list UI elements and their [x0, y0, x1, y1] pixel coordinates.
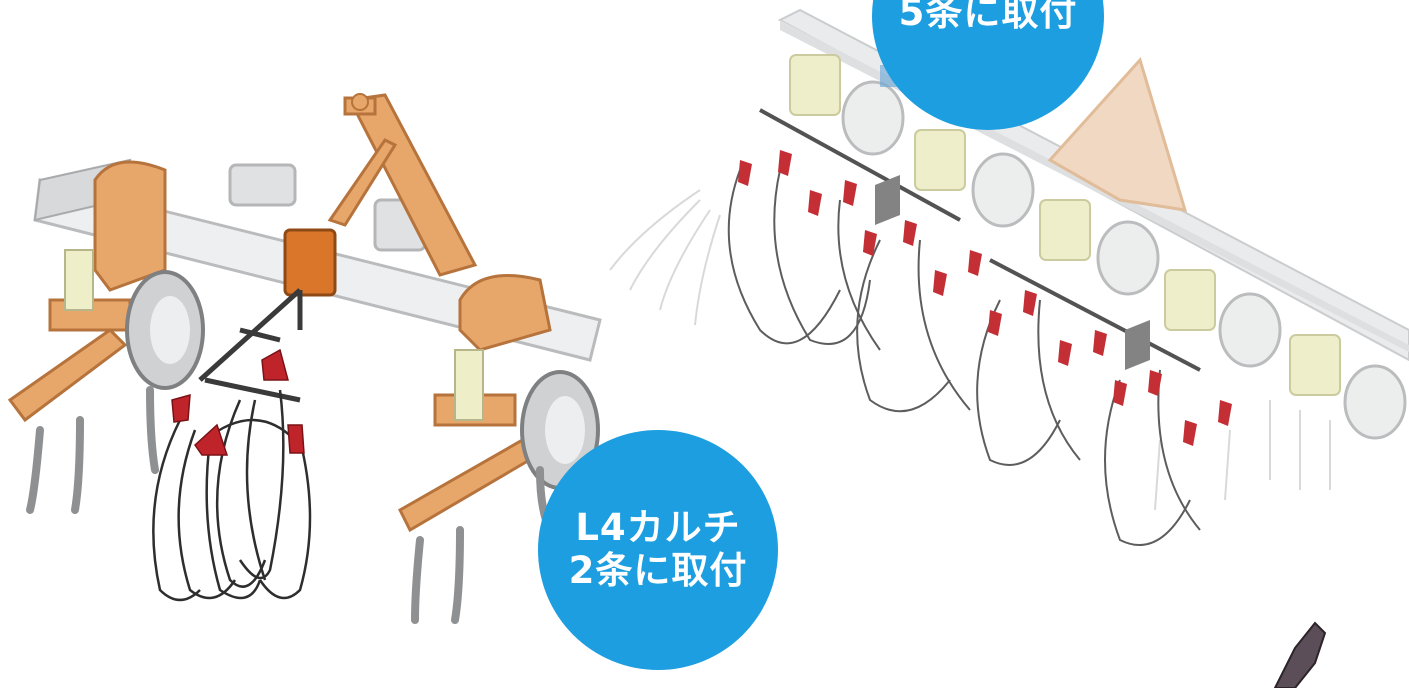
- callout-2-row-product: L4カルチ: [575, 506, 741, 550]
- cultivator-2-row-illustration: [7, 93, 602, 624]
- callout-5-row-text: 5条に取付: [898, 0, 1078, 35]
- callout-2-row-badge: L4カルチ 2条に取付: [538, 430, 778, 670]
- callout-2-row-text: 2条に取付: [568, 549, 748, 592]
- partial-component-graphic: [1273, 621, 1327, 688]
